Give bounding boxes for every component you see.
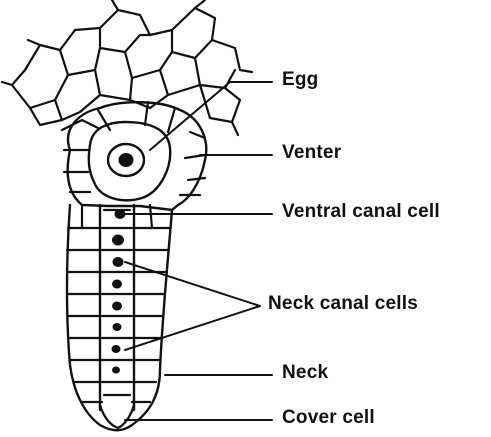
neck-canal-leader-2 [125,306,260,350]
neck-canal-nucleus [113,302,122,310]
neck-canal-leader-1 [125,262,260,306]
neck-canal-nucleus [113,258,123,267]
egg-nucleus [119,154,133,167]
neck-canal-nucleus [112,346,120,353]
cover-cell-label: Cover cell [282,407,375,429]
neck-canal-nucleus [113,235,124,245]
egg-leader [150,82,230,150]
neck-canal-nucleus [113,324,121,331]
ventral-canal-cell-label: Ventral canal cell [282,201,440,223]
prothallus-tissue [2,0,252,135]
canal-cells [102,210,132,383]
ventral-canal-nucleus [115,210,125,219]
egg-label: Egg [282,69,319,91]
neck-canal-nucleus [113,367,120,373]
neck-label: Neck [282,362,328,384]
neck-canal-nucleus [113,280,122,288]
venter [62,102,206,210]
neck-canal-cells-label: Neck canal cells [268,293,418,315]
venter-label: Venter [282,142,341,164]
cover-cell [100,395,134,428]
